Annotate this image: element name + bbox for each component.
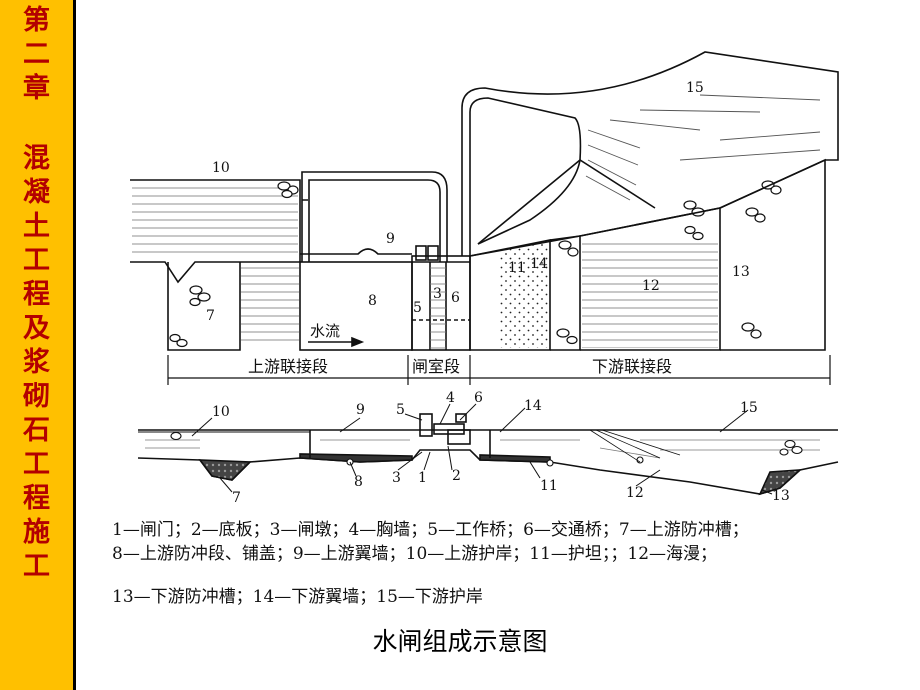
title-char: 程 [23, 279, 50, 310]
label-6: 6 [451, 290, 460, 306]
chapter-title: 第 二 章 混 凝 土 工 程 及 浆 砌 石 工 程 施 工 [0, 4, 73, 584]
upstream-wing-wall [301, 171, 448, 262]
segment-labels: 上游联接段 闸室段 下游联接段 [248, 357, 672, 376]
flow-label: 水流 [310, 322, 340, 340]
section-labels: 10 9 5 4 6 14 15 7 8 3 1 2 11 12 13 [212, 390, 790, 506]
title-char: 浆 [23, 347, 50, 378]
label-14: 14 [530, 256, 548, 272]
legend-line: 13—下游防冲槽；14—下游翼墙；15—下游护岸 [112, 587, 483, 607]
chapter-char: 第 [23, 5, 50, 36]
chapter-char: 二 [23, 39, 50, 70]
segment-downstream: 下游联接段 [592, 357, 672, 376]
sec-label-13: 13 [772, 488, 790, 504]
title-char: 程 [23, 483, 50, 514]
title-char: 及 [23, 313, 50, 344]
stone-cluster [169, 181, 299, 348]
label-10: 10 [212, 160, 230, 176]
sec-label-4: 4 [446, 390, 455, 406]
sec-label-12: 12 [626, 485, 644, 501]
label-7: 7 [206, 308, 215, 324]
sec-label-11: 11 [540, 478, 558, 494]
title-char: 工 [23, 245, 50, 276]
sec-label-7: 7 [232, 490, 241, 506]
title-char: 土 [23, 211, 50, 242]
sec-label-5: 5 [396, 402, 405, 418]
legend-line: 1—闸门；2—底板；3—闸墩；4—胸墙；5—工作桥；6—交通桥；7—上游防冲槽； [112, 520, 749, 540]
sec-label-9: 9 [356, 402, 365, 418]
sec-label-3: 3 [392, 470, 401, 486]
chapter-char: 章 [23, 73, 50, 104]
label-12: 12 [642, 278, 660, 294]
plan-labels: 10 9 8 7 5 3 6 11 14 12 13 15 水流 [206, 80, 750, 340]
label-13: 13 [732, 264, 750, 280]
title-char: 工 [23, 449, 50, 480]
title-char: 凝 [23, 177, 50, 208]
title-char: 砌 [23, 381, 50, 412]
segment-upstream: 上游联接段 [248, 357, 328, 376]
upstream-bank [130, 179, 301, 284]
title-char: 混 [23, 143, 50, 174]
section-leaders [191, 403, 773, 495]
sec-label-2: 2 [452, 468, 461, 484]
sec-label-1: 1 [418, 470, 427, 486]
label-15: 15 [686, 80, 704, 96]
figure-caption: 水闸组成示意图 [372, 627, 548, 656]
section-view [137, 413, 839, 496]
label-11: 11 [508, 260, 526, 276]
title-char: 施 [23, 517, 50, 548]
component-legend: 1—闸门；2—底板；3—闸墩；4—胸墙；5—工作桥；6—交通桥；7—上游防冲槽；… [112, 518, 912, 609]
title-char: 工 [23, 551, 50, 582]
chapter-sidebar: 第 二 章 混 凝 土 工 程 及 浆 砌 石 工 程 施 工 [0, 0, 76, 690]
sluice-diagram: 10 9 8 7 5 3 6 11 14 12 13 15 水流 上游联接段 闸… [130, 51, 839, 506]
sec-label-15: 15 [740, 400, 758, 416]
sec-label-14: 14 [524, 398, 542, 414]
label-9: 9 [386, 231, 395, 247]
title-char: 石 [23, 415, 50, 446]
segment-chamber: 闸室段 [412, 357, 460, 376]
label-5: 5 [413, 300, 422, 316]
downstream-bank [461, 51, 839, 257]
section-gate [419, 413, 433, 437]
label-3: 3 [433, 286, 442, 302]
sec-label-6: 6 [474, 390, 483, 406]
sec-label-8: 8 [354, 474, 363, 490]
sec-label-10: 10 [212, 404, 230, 420]
legend-line: 8—上游防冲段、铺盖；9—上游翼墙；10—上游护岸；11—护坦；；12—海漫； [112, 544, 718, 564]
label-8: 8 [368, 293, 377, 309]
upstream-scour-trench [167, 262, 241, 351]
plan-view [130, 51, 839, 385]
